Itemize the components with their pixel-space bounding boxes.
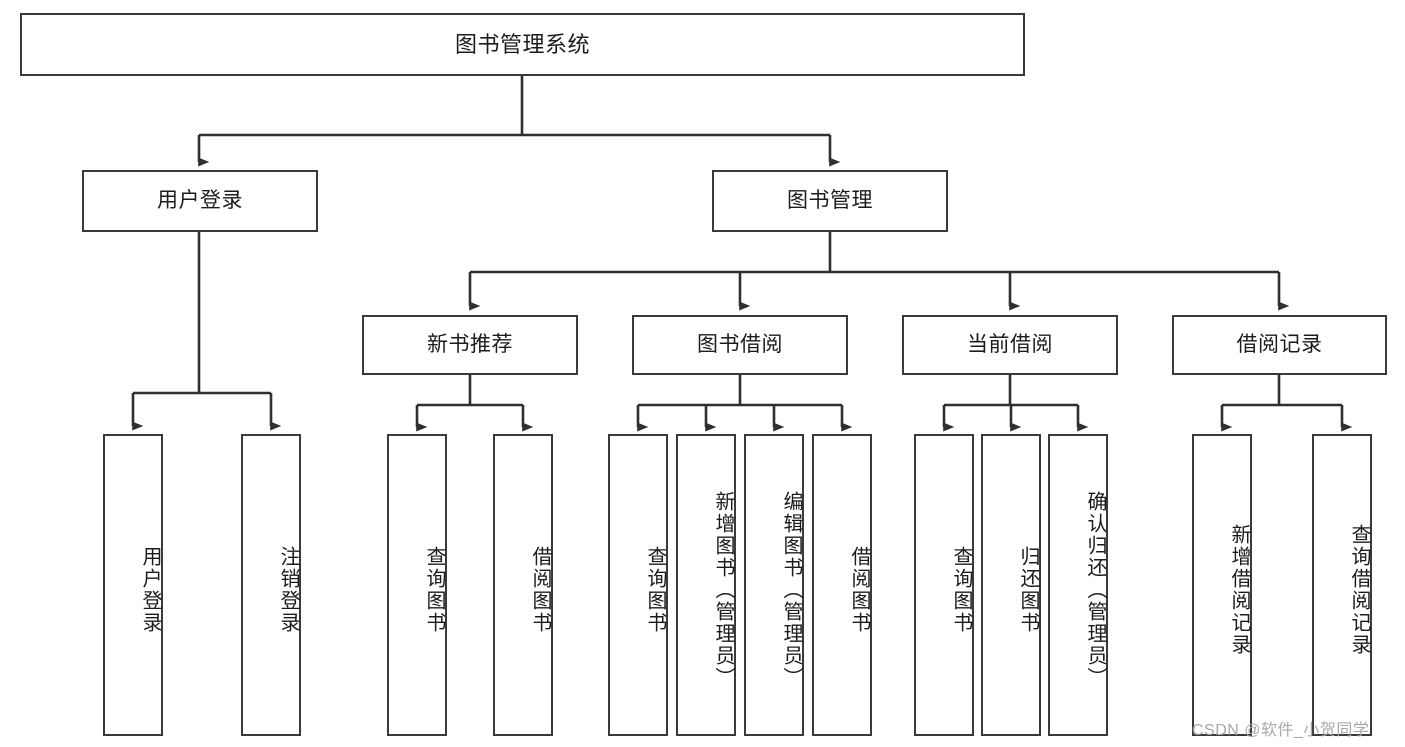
node-label: 用户登录 [157, 188, 243, 212]
node-borrow-record[interactable]: 借阅记录 [1172, 315, 1387, 375]
leaf-user-login[interactable]: 用户登录 [103, 434, 163, 736]
leaf-logout-login[interactable]: 注销登录 [241, 434, 301, 736]
leaf-edit-book-admin[interactable]: 编辑图书（管理员） [744, 434, 804, 736]
node-label: 新书推荐 [427, 332, 513, 356]
leaf-query-book-recommend[interactable]: 查询图书 [387, 434, 447, 736]
node-label: 图书借阅 [697, 332, 783, 356]
node-book-management[interactable]: 图书管理 [712, 170, 948, 232]
node-label: 查询图书 [950, 546, 972, 634]
node-label: 当前借阅 [967, 332, 1053, 356]
leaf-query-borrow-record[interactable]: 查询借阅记录 [1312, 434, 1372, 736]
node-label: 新增借阅记录 [1228, 524, 1250, 656]
node-label: 借阅图书 [848, 546, 870, 634]
node-book-borrow[interactable]: 图书借阅 [632, 315, 848, 375]
node-label: 查询图书 [644, 546, 666, 634]
leaf-borrow-book-borrow[interactable]: 借阅图书 [812, 434, 872, 736]
node-user-login[interactable]: 用户登录 [82, 170, 318, 232]
leaf-query-book-current[interactable]: 查询图书 [914, 434, 974, 736]
leaf-return-book[interactable]: 归还图书 [981, 434, 1041, 736]
leaf-borrow-book-recommend[interactable]: 借阅图书 [493, 434, 553, 736]
node-label: 用户登录 [139, 546, 161, 634]
node-label: 归还图书 [1017, 546, 1039, 634]
csdn-watermark: CSDN @软件_小贺同学 [1192, 722, 1370, 739]
leaf-add-borrow-record[interactable]: 新增借阅记录 [1192, 434, 1252, 736]
node-root-system[interactable]: 图书管理系统 [20, 13, 1025, 76]
node-label: 确认归还（管理员） [1084, 491, 1106, 689]
leaf-query-book-borrow[interactable]: 查询图书 [608, 434, 668, 736]
node-label: 借阅记录 [1236, 332, 1323, 356]
node-label: 图书管理 [787, 188, 873, 212]
node-label: 注销登录 [277, 546, 299, 634]
node-label: 查询借阅记录 [1348, 524, 1370, 656]
node-new-book-recommend[interactable]: 新书推荐 [362, 315, 578, 375]
node-label: 借阅图书 [529, 546, 551, 634]
node-current-borrow[interactable]: 当前借阅 [902, 315, 1118, 375]
node-label: 编辑图书（管理员） [780, 491, 802, 689]
node-label: 新增图书（管理员） [712, 491, 734, 689]
node-label: 图书管理系统 [454, 31, 590, 57]
node-label: 查询图书 [423, 546, 445, 634]
leaf-confirm-return-admin[interactable]: 确认归还（管理员） [1048, 434, 1108, 736]
leaf-add-book-admin[interactable]: 新增图书（管理员） [676, 434, 736, 736]
